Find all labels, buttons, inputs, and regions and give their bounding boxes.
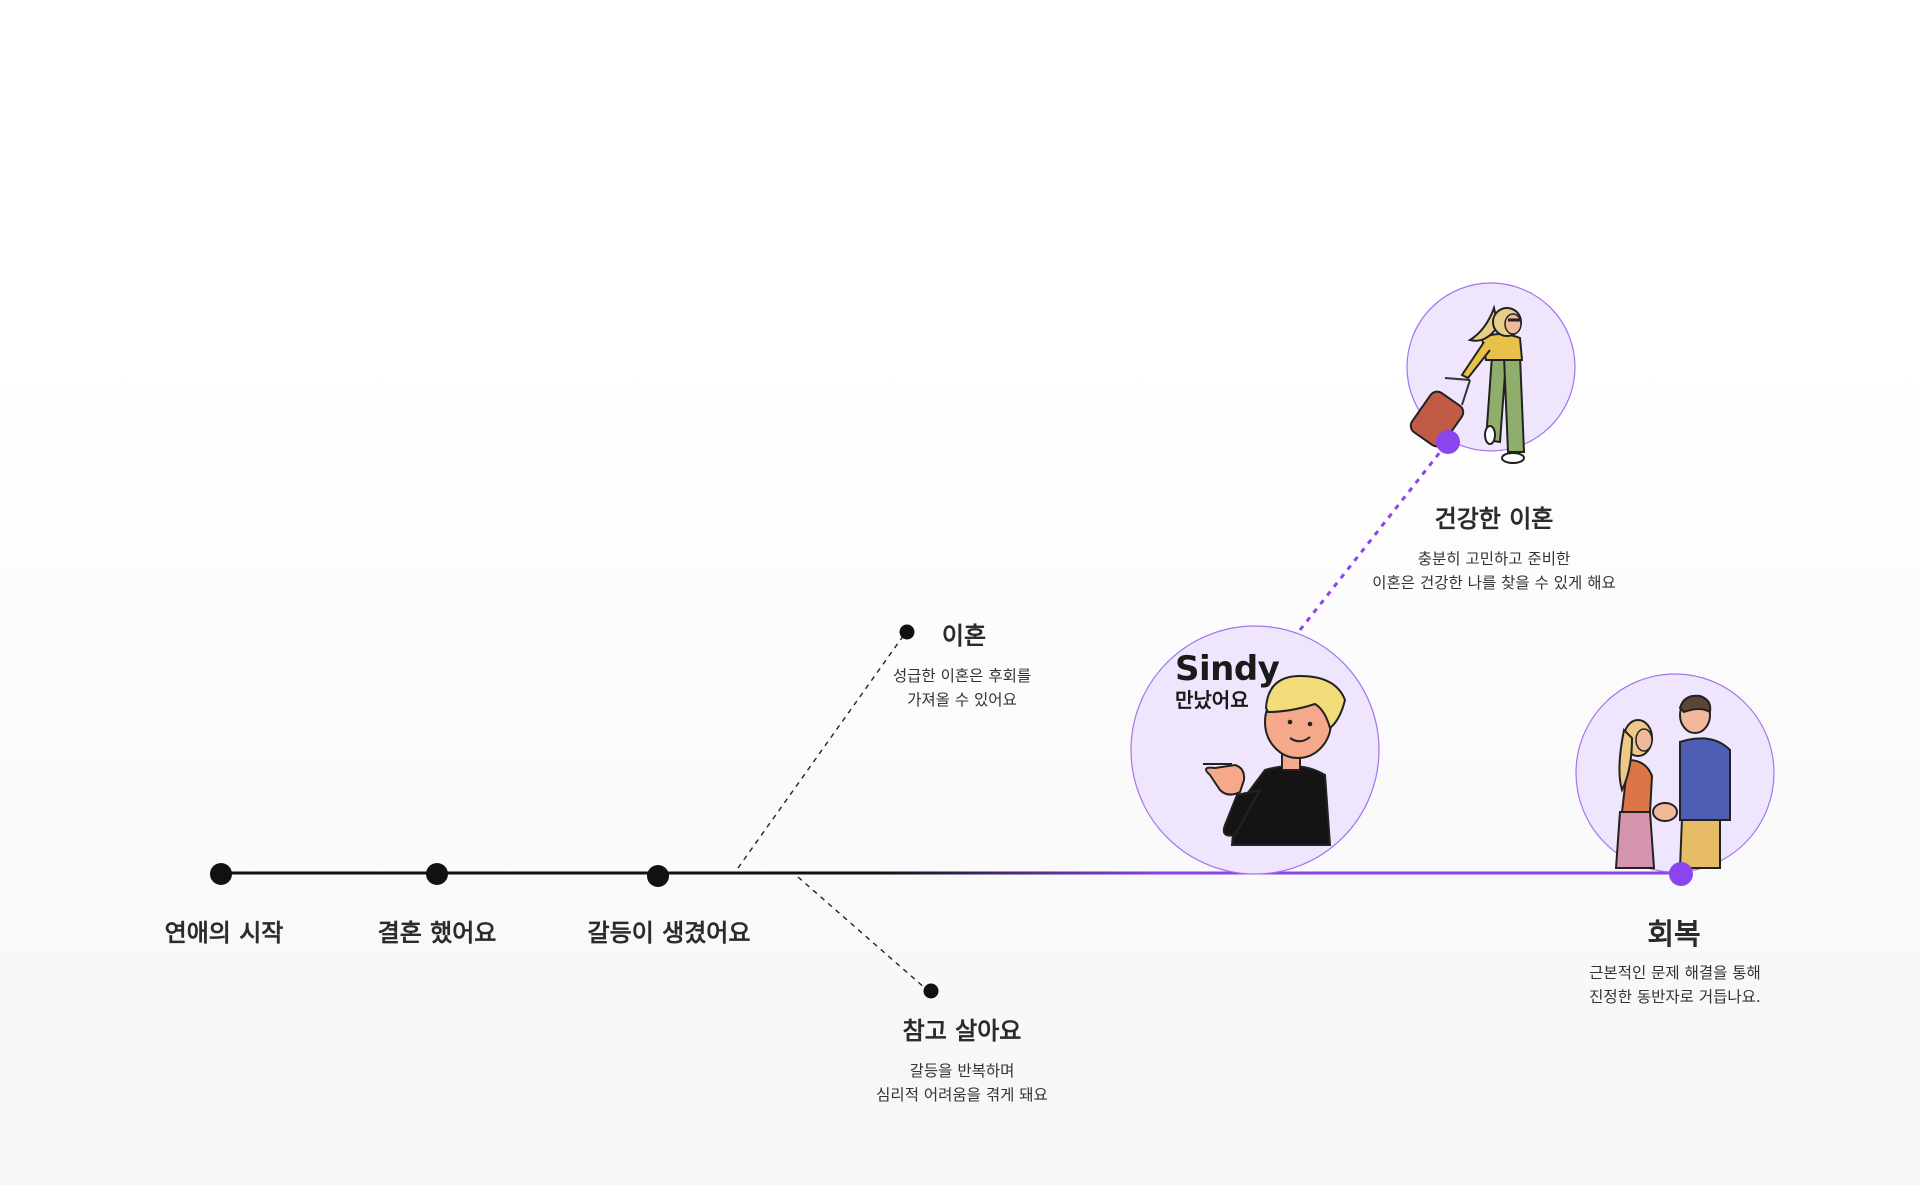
dot-healthy-divorce	[1436, 430, 1460, 454]
stage-label-married: 결혼 했어요	[377, 919, 497, 947]
recovery-title: 회복	[1647, 917, 1701, 951]
endure-desc-line-1: 갈등을 반복하며	[909, 1062, 1015, 1080]
branch-line-divorce	[737, 631, 907, 869]
recovery-desc-line-2: 진정한 동반자로 거듭나요.	[1589, 988, 1761, 1006]
divorce-title: 이혼	[941, 622, 987, 650]
stage-label-dating-start: 연애의 시작	[164, 919, 284, 947]
divorce-desc-line-2: 가져올 수 있어요	[907, 691, 1017, 709]
healthy-divorce-illustration	[1406, 282, 1576, 464]
sindy-badge: Sindy 만났어요	[1175, 649, 1280, 712]
woman-with-suitcase-icon	[1409, 304, 1526, 464]
stage-label-conflict: 갈등이 생겼어요	[587, 919, 751, 947]
recovery-illustration	[1575, 673, 1775, 873]
dot-recovery	[1669, 862, 1693, 886]
branch-line-healthy-divorce	[1298, 441, 1450, 631]
dot-married	[426, 863, 448, 885]
dot-endure	[923, 983, 939, 999]
healthy-divorce-desc: 충분히 고민하고 준비한 이혼은 건강한 나를 찾을 수 있게 해요	[1372, 547, 1615, 595]
endure-desc: 갈등을 반복하며 심리적 어려움을 겪게 돼요	[876, 1059, 1048, 1107]
healthy-divorce-title: 건강한 이혼	[1434, 505, 1554, 533]
couple-holding-hands-icon	[1614, 694, 1731, 869]
pointing-man-icon	[1203, 674, 1347, 846]
divorce-desc-line-1: 성급한 이혼은 후회를	[892, 667, 1032, 685]
endure-title: 참고 살아요	[902, 1017, 1022, 1045]
sindy-illustration	[1130, 625, 1380, 875]
dot-dating-start	[210, 863, 232, 885]
recovery-desc-line-1: 근본적인 문제 해결을 통해	[1589, 964, 1761, 982]
branch-line-endure	[797, 876, 927, 990]
divorce-desc: 성급한 이혼은 후회를 가져올 수 있어요	[893, 664, 1031, 712]
recovery-desc: 근본적인 문제 해결을 통해 진정한 동반자로 거듭나요.	[1589, 961, 1761, 1009]
dot-conflict	[647, 865, 669, 887]
sindy-name: Sindy	[1175, 649, 1280, 689]
sindy-sub: 만났어요	[1175, 688, 1249, 712]
healthy-divorce-desc-line-2: 이혼은 건강한 나를 찾을 수 있게 해요	[1372, 574, 1616, 592]
dot-divorce	[899, 624, 915, 640]
endure-desc-line-2: 심리적 어려움을 겪게 돼요	[876, 1086, 1048, 1104]
healthy-divorce-desc-line-1: 충분히 고민하고 준비한	[1417, 550, 1571, 568]
